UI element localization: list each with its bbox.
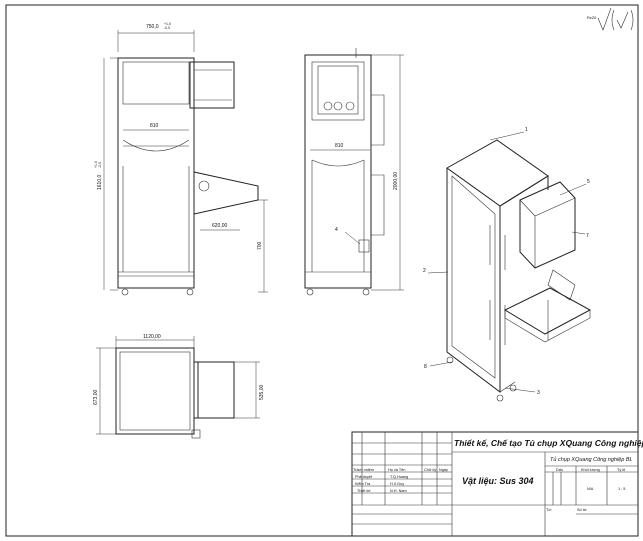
svg-text:1120,00: 1120,00 <box>143 334 161 340</box>
svg-text:1610,0: 1610,0 <box>97 174 103 190</box>
svg-text:1 : 5: 1 : 5 <box>618 487 625 491</box>
roughness-symbol: Rz20 <box>587 7 634 31</box>
svg-text:1: 1 <box>525 127 528 133</box>
side-view: 810 2000,00 4 <box>304 48 404 296</box>
svg-text:-2,0: -2,0 <box>98 162 102 168</box>
svg-text:Vật liệu: Sus 304: Vật liệu: Sus 304 <box>462 476 534 486</box>
svg-text:810: 810 <box>150 123 159 129</box>
svg-text:Ngày: Ngày <box>439 468 448 472</box>
svg-text:620,00: 620,00 <box>212 223 228 229</box>
svg-text:Số tờ:: Số tờ: <box>577 508 587 512</box>
svg-text:2: 2 <box>423 268 426 274</box>
svg-text:Tờ:: Tờ: <box>546 508 552 512</box>
svg-text:2000,00: 2000,00 <box>393 172 399 190</box>
title-block: Thiết kế, Chế tạo Tủ chụp XQuang Công ng… <box>351 431 643 537</box>
svg-text:Kiểm Tra: Kiểm Tra <box>355 482 371 486</box>
top-view: 1120,00 673,00 535,00 <box>93 334 265 439</box>
svg-text:Chữ ký: Chữ ký <box>424 468 436 472</box>
svg-text:N/A: N/A <box>587 487 594 491</box>
svg-text:N.H. Nam: N.H. Nam <box>390 489 407 493</box>
svg-text:Trách nhiệm: Trách nhiệm <box>353 468 374 472</box>
svg-text:3: 3 <box>537 390 540 396</box>
svg-text:Phê duyệt: Phê duyệt <box>355 475 373 479</box>
svg-text:673,00: 673,00 <box>93 389 99 405</box>
svg-text:Dấu: Dấu <box>556 468 563 472</box>
svg-text:535,00: 535,00 <box>259 384 265 400</box>
svg-text:Rz20: Rz20 <box>587 15 597 20</box>
front-view: 750,0 +1,0 -0,0 1610,0 +1,0 -2,0 810 620… <box>94 22 268 296</box>
svg-text:Thiết kế, Chế tạo Tủ chụp XQua: Thiết kế, Chế tạo Tủ chụp XQuang Công ng… <box>454 438 643 448</box>
svg-text:H.X.Duy: H.X.Duy <box>390 482 404 486</box>
svg-text:8: 8 <box>424 364 427 370</box>
svg-text:Tỷ lệ: Tỷ lệ <box>617 468 625 472</box>
svg-text:T.Q.Hoàng: T.Q.Hoàng <box>390 475 408 479</box>
svg-text:700: 700 <box>257 241 263 250</box>
svg-text:-0,0: -0,0 <box>164 26 170 30</box>
svg-text:750,0: 750,0 <box>146 24 159 30</box>
svg-text:Họ và Tên: Họ và Tên <box>388 468 405 472</box>
svg-text:810: 810 <box>335 143 344 149</box>
svg-text:+1,0: +1,0 <box>164 22 171 26</box>
svg-text:7: 7 <box>586 233 589 239</box>
isometric-view: 1 2 3 5 8 7 <box>423 127 592 402</box>
svg-text:+1,0: +1,0 <box>94 161 98 168</box>
svg-text:Thiết kế: Thiết kế <box>357 489 371 493</box>
svg-text:Tủ chụp XQuang Công nghiệp BL: Tủ chụp XQuang Công nghiệp BL <box>550 456 633 463</box>
drawing-frame <box>5 4 639 537</box>
svg-text:5: 5 <box>587 179 590 185</box>
svg-text:Khối lượng: Khối lượng <box>581 468 600 472</box>
svg-text:4: 4 <box>335 227 338 233</box>
